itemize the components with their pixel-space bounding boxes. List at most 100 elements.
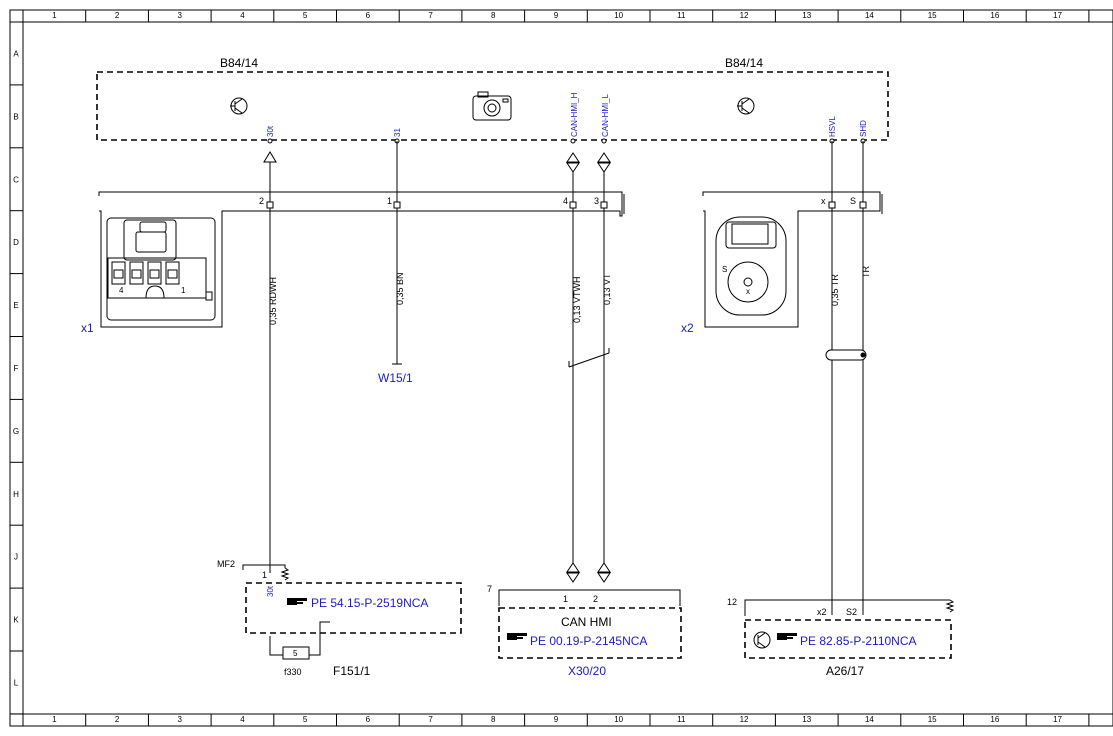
fuse-number: 5 [293,649,298,658]
x2-face-label-x: x [746,287,750,296]
a26-block: 12 x2 S2 PE 82.85-P-2110NCA A26/17 [727,597,955,678]
grid-row-label: H [13,490,19,499]
x2-pin-s: S [850,196,856,206]
mf2-label: MF2 [217,559,235,569]
wire-label-tr-2: TR [861,266,871,278]
connector-x1: 2 1 4 3 4 1 x1 [81,191,625,335]
connector-x1-label: x1 [81,321,94,335]
grid-labels: 1122334455667788991010111112121313141415… [13,11,1063,724]
grid-column-label: 11 [677,715,686,724]
pointing-hand-icon [507,633,527,640]
grid-column-label: 14 [865,11,874,20]
fuse-pin-30t: 30t [266,585,275,597]
connector-x2-face-icon [715,216,787,316]
wires [269,141,867,615]
transistor-icon [737,97,755,115]
grid-column-label: 12 [740,715,749,724]
can-hmi-number: 7 [487,584,492,594]
grid-column-label: 4 [240,715,245,724]
pin-markers [266,201,867,209]
grid-row-label: C [13,175,19,184]
module-pin-can-hmi-l: CAN-HMI_L [601,93,610,137]
transistor-icon [753,631,771,649]
grid-column-label: 10 [614,715,623,724]
module-label-right: B84/14 [725,56,763,70]
grid-column-label: 15 [928,11,937,20]
module-pin-shd: SHD [859,120,868,137]
a26-ref-link[interactable]: PE 82.85-P-2110NCA [800,634,917,648]
connector-x1-face-icon [106,217,216,321]
grid-column-label: 2 [115,11,120,20]
grid-row-label: K [13,616,19,625]
can-hmi-pin-1: 1 [563,594,568,604]
grid-column-label: 16 [990,715,999,724]
grid-row-label: D [13,238,19,247]
can-hmi-pin-2: 2 [593,594,598,604]
grid-column-label: 8 [491,11,496,20]
grid-column-label: 9 [554,11,559,20]
x2-pin-x: x [821,196,826,206]
grid-column-label: 5 [303,715,308,724]
row-ticks [10,84,23,715]
module-pin-hsvl: HSVL [828,116,837,137]
grid-row-label: L [14,678,19,687]
fuse-block: MF2 1 30t PE 54.15-P-2519NCA 5 f330 F151… [217,559,462,678]
diagram-frame [9,9,1113,727]
module-pin-can-hmi-h: CAN-HMI_H [570,92,579,137]
fuse-f330-label: f330 [284,667,302,677]
wire-label-vtwh: 0,13 VTWH [572,276,582,323]
wire-label-tr: 0,35 TR [830,274,840,306]
a26-component-label: A26/17 [826,664,864,678]
grid-column-label: 4 [240,11,245,20]
grid-column-label: 3 [178,11,183,20]
pointing-hand-icon [287,598,307,605]
transistor-icon [230,97,248,115]
grid-column-label: 7 [428,11,433,20]
x1-face-label-4: 4 [119,286,124,295]
x1-pin-2: 2 [259,196,264,206]
fuse-pin-1: 1 [262,570,267,580]
a26-pin-x2: x2 [817,607,827,617]
grid-column-label: 1 [52,11,57,20]
grid-column-label: 13 [802,715,811,724]
grid-column-label: 9 [554,715,559,724]
connector-x2: x S S x x2 [681,191,883,335]
fuse-ref-link[interactable]: PE 54.15-P-2519NCA [311,596,428,610]
can-hmi-component-label: X30/20 [568,664,606,678]
grid-column-label: 17 [1053,715,1062,724]
grid-column-label: 2 [115,715,120,724]
grid-column-label: 15 [928,715,937,724]
grid-column-label: 6 [366,715,371,724]
pointing-hand-icon [777,633,797,640]
grid-column-label: 10 [614,11,623,20]
grid-column-label: 13 [802,11,811,20]
grid-column-label: 16 [990,11,999,20]
grid-row-label: A [13,49,19,58]
grid-column-label: 5 [303,11,308,20]
grid-column-label: 3 [178,715,183,724]
x2-face-label-s: S [722,265,727,274]
ground-label: W15/1 [378,371,413,385]
x1-pin-3: 3 [594,196,599,206]
grid-column-label: 17 [1053,11,1062,20]
x1-face-label-1: 1 [181,286,186,295]
wire-label-vt: 0,13 VT [602,273,612,305]
module-label-left: B84/14 [220,56,258,70]
column-ticks [85,10,1090,726]
wire-label-rdwh: 0,35 RDWH [268,277,278,325]
grid-column-label: 8 [491,715,496,724]
grid-column-label: 1 [52,715,57,724]
grid-row-label: G [13,427,19,436]
grid-column-label: 6 [366,11,371,20]
grid-row-label: E [13,301,18,310]
grid-row-label: B [13,112,18,121]
grid-column-label: 14 [865,715,874,724]
grid-row-label: J [14,553,18,562]
a26-number: 12 [727,597,737,607]
fuse-component-label: F151/1 [333,664,371,678]
grid-column-label: 7 [428,715,433,724]
can-hmi-ref-link[interactable]: PE 00.19-P-2145NCA [530,634,647,648]
module-pin-31: 31 [393,128,402,137]
module-pin-30t: 30t [266,125,275,137]
